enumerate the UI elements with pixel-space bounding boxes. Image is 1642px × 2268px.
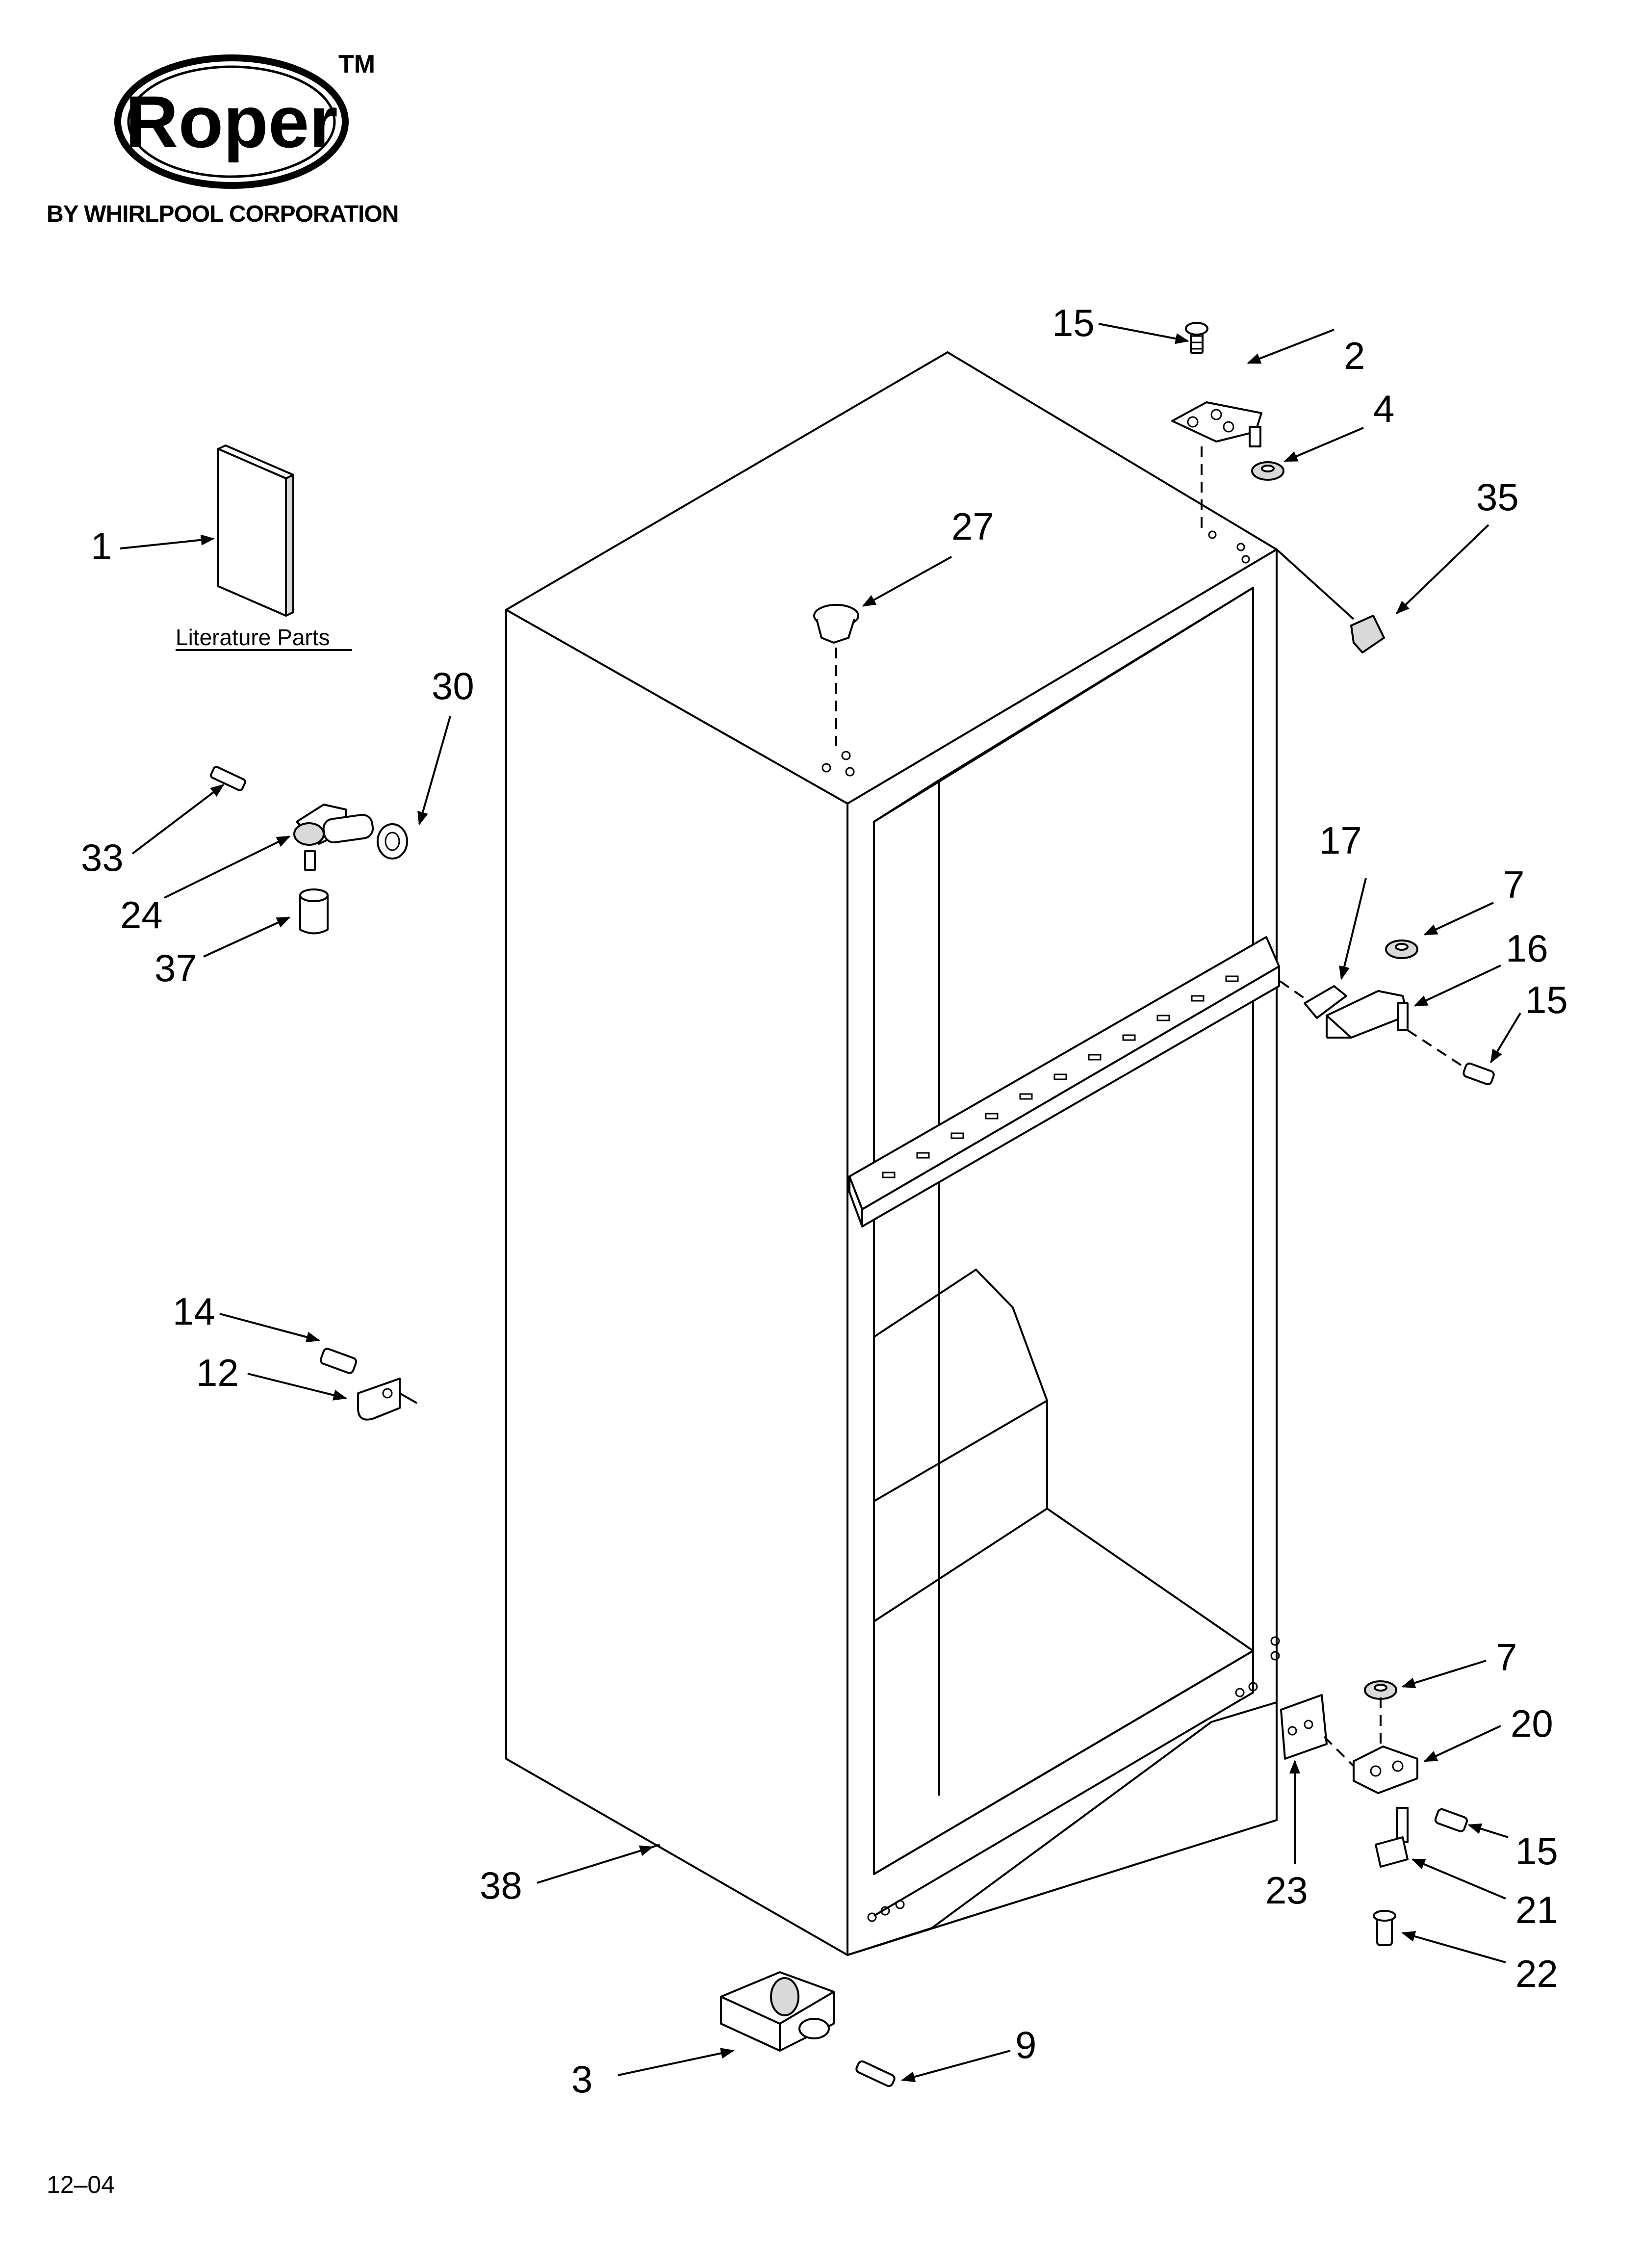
- callout-15-bottom: 15: [1515, 1829, 1558, 1873]
- callout-17: 17: [1319, 819, 1362, 862]
- callout-3: 3: [571, 2058, 592, 2101]
- callout-12: 12: [196, 1351, 239, 1394]
- callout-23: 23: [1265, 1869, 1308, 1912]
- bottom-hinge: [1280, 1680, 1468, 1946]
- callout-21: 21: [1515, 1888, 1558, 1931]
- callout-33: 33: [81, 836, 124, 879]
- callout-4: 4: [1373, 387, 1394, 430]
- plug-27: [813, 604, 859, 746]
- cabinet-holes: [821, 530, 1280, 1922]
- callout-22: 22: [1515, 1952, 1558, 1995]
- callout-24: 24: [120, 893, 163, 937]
- center-hinge: [1279, 939, 1495, 1086]
- left-hinge: [210, 766, 408, 935]
- callout-14: 14: [173, 1290, 215, 1333]
- callout-15-top: 15: [1052, 301, 1095, 344]
- leader-lines: [120, 323, 1521, 2083]
- shim-35: [1350, 615, 1385, 653]
- door-stop: [319, 1348, 417, 1421]
- callout-1: 1: [91, 524, 112, 568]
- rail-slots: [882, 975, 1239, 1178]
- roller-assembly: [720, 1971, 896, 2087]
- callout-20: 20: [1511, 1702, 1553, 1745]
- callout-2: 2: [1344, 334, 1365, 377]
- literature-parts: Literature Parts: [176, 444, 352, 651]
- callout-15-center: 15: [1525, 978, 1568, 1021]
- callout-38: 38: [480, 1864, 522, 1907]
- brand-subtitle: BY WHIRLPOOL CORPORATION: [47, 201, 398, 227]
- callout-9: 9: [1015, 2023, 1036, 2066]
- top-hinge: [1171, 322, 1284, 535]
- brand-trademark: TM: [338, 50, 375, 78]
- callout-37: 37: [154, 946, 197, 990]
- roper-logo: Roper TM BY WHIRLPOOL CORPORATION: [47, 50, 399, 227]
- callout-30: 30: [432, 664, 474, 707]
- callout-labels: 1 2 3 4 7 7 9 12 14 15 15 15 16 17 20 21…: [81, 301, 1568, 2101]
- cabinet: [505, 351, 1280, 1956]
- callout-35: 35: [1476, 475, 1519, 519]
- brand-name: Roper: [125, 80, 337, 163]
- literature-label: Literature Parts: [176, 625, 330, 650]
- date-code: 12–04: [47, 2171, 115, 2198]
- callout-7-lower: 7: [1496, 1636, 1517, 1679]
- callout-16: 16: [1506, 927, 1548, 970]
- callout-7-upper: 7: [1503, 863, 1524, 906]
- callout-27: 27: [951, 505, 994, 548]
